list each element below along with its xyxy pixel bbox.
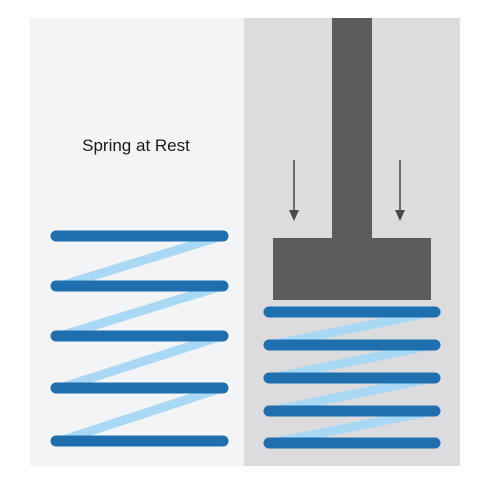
force-arrow-right xyxy=(395,160,405,221)
spring-at-rest-label: Spring at Rest xyxy=(82,136,190,155)
right-spring-coils xyxy=(263,306,441,449)
force-arrow-left xyxy=(289,160,299,221)
left-spring-coils xyxy=(50,230,229,447)
press-rod xyxy=(332,18,372,240)
left-spring-back-wires xyxy=(55,231,227,446)
press-head xyxy=(273,238,431,300)
